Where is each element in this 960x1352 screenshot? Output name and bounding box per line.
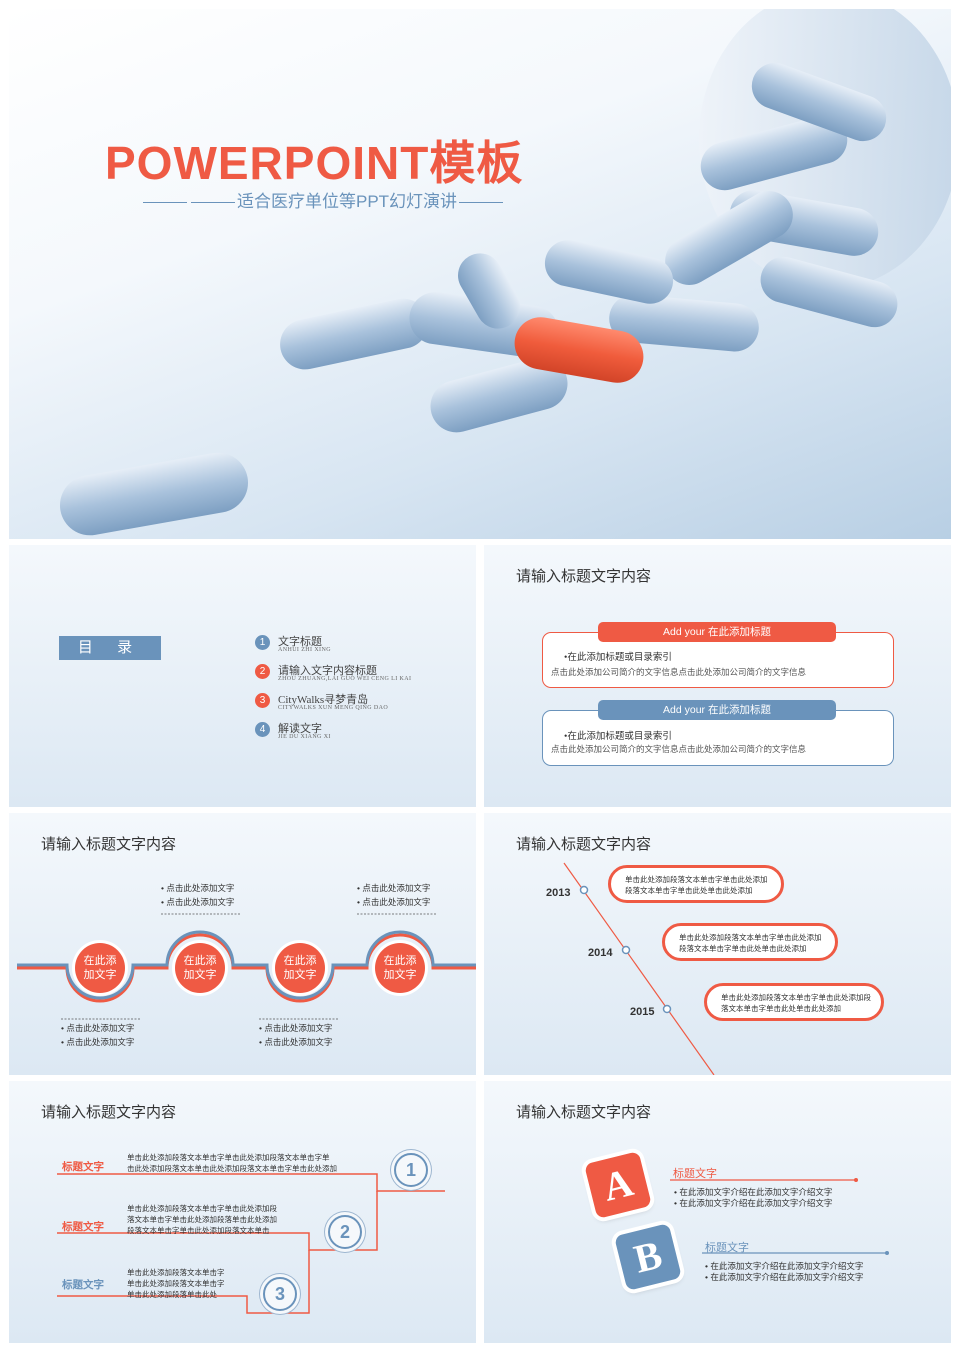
step-number-1: 1: [394, 1153, 428, 1187]
text-line: 落文本单击字单击此处添加段落单击此处添加: [127, 1215, 277, 1224]
step-1-text: 单击此处添加段落文本单击字单击此处添加段落文本单击字单 击此处添加段落文本单击此…: [127, 1152, 337, 1174]
bullet: • 点击此处添加文字: [259, 1037, 333, 1047]
bullet: • 在此添加文字介绍在此添加文字介绍文字: [674, 1198, 833, 1208]
boxes-slide: 请输入标题文字内容 Add your 在此添加标题 •在此添加标题或目录索引 点…: [484, 545, 951, 807]
bullet: • 点击此处添加文字: [259, 1023, 333, 1033]
year-label-1: 2013: [546, 887, 571, 899]
toc-item-title: 文字标题: [278, 636, 322, 648]
text-line: 击此处添加段落文本单击此处添加段落文本单击字单击此处添加: [127, 1164, 337, 1173]
timeline-node-text: 在此添 加文字: [183, 955, 217, 981]
bullet: • 点击此处添加文字: [161, 883, 235, 893]
info-box-2-line1: •在此添加标题或目录索引: [564, 732, 672, 742]
toc-item-title: CityWalks寻梦青岛: [278, 694, 369, 706]
toc-number-3: 3: [255, 693, 270, 708]
step-1-label: 标题文字: [62, 1161, 104, 1173]
toc-item-pinyin: ZHOU ZHUANG,LAI GUO WEI CENG LI KAI: [278, 676, 412, 682]
year-bubble-3: 单击此处添加段落文本单击字单击此处添加段落文本单击字单击此处单击此处添加: [704, 983, 884, 1021]
toc-item-title: 请输入文字内容标题: [278, 665, 377, 677]
timeline-slide: 请输入标题文字内容 • 点击此处添加文字 • 点击此处添加文字 • 点击此处添加…: [9, 813, 476, 1075]
step-3-text: 单击此处添加段落文本单击字 单击此处添加段落文本单击字 单击此处添加段落单击此处: [127, 1267, 225, 1300]
block-a-title: 标题文字: [673, 1168, 717, 1180]
toc-item-pinyin: JIE DU XIANG XI: [278, 734, 331, 740]
toc-item-pinyin: CITYWALKS XUN MENG QING DAO: [278, 705, 389, 711]
toc-number-4: 4: [255, 722, 270, 737]
ab-slide: 请输入标题文字内容 A B 标题文字 • 在此添加文字介绍在此添加文字介绍文字 …: [484, 1081, 951, 1343]
cover-subtitle: 适合医疗单位等PPT幻灯演讲: [141, 187, 505, 212]
timeline-node-4[interactable]: 在此添 加文字: [375, 943, 425, 993]
year-bubble-1: 单击此处添加段落文本单击字单击此处添加段落文本单击字单击此处单击此处添加: [608, 865, 784, 903]
bullet: • 点击此处添加文字: [61, 1023, 135, 1033]
text-line: 单击此处添加段落文本单击字: [127, 1279, 225, 1288]
timeline-bullets-3: • 点击此处添加文字 • 点击此处添加文字: [259, 1021, 332, 1049]
step-2-label: 标题文字: [62, 1221, 104, 1233]
bullet: • 点击此处添加文字: [357, 897, 431, 907]
bullet: • 在此添加文字介绍在此添加文字介绍文字: [705, 1272, 864, 1282]
bullet: • 点击此处添加文字: [357, 883, 431, 893]
timeline-node-text: 在此添 加文字: [283, 955, 317, 981]
timeline-path: [17, 913, 476, 1020]
timeline-node-1[interactable]: 在此添 加文字: [75, 943, 125, 993]
info-box-1-line1: •在此添加标题或目录索引: [564, 653, 672, 663]
bullet: • 在此添加文字介绍在此添加文字介绍文字: [705, 1261, 864, 1271]
text-line: 单击此处添加段落文本单击字单击此处添加段: [127, 1204, 277, 1213]
slide-title: 请输入标题文字内容: [41, 1104, 177, 1121]
timeline-node-text: 在此添 加文字: [83, 955, 117, 981]
slide-title: 请输入标题文字内容: [41, 836, 177, 853]
year-bubble-2: 单击此处添加段落文本单击字单击此处添加段落文本单击字单击此处单击此处添加: [662, 923, 838, 961]
timeline-node-text: 在此添 加文字: [383, 955, 417, 981]
slide-title: 请输入标题文字内容: [516, 1104, 652, 1121]
bullet: • 点击此处添加文字: [161, 897, 235, 907]
timeline-node-3[interactable]: 在此添 加文字: [275, 943, 325, 993]
timeline-bullets-4: • 点击此处添加文字 • 点击此处添加文字: [357, 881, 430, 909]
ab-underlines: [670, 1178, 889, 1255]
info-box-1-header: Add your 在此添加标题: [598, 622, 836, 642]
step-number-2: 2: [328, 1215, 362, 1249]
info-box-2-header: Add your 在此添加标题: [598, 700, 836, 720]
slide-title: 请输入标题文字内容: [516, 568, 652, 585]
toc-slide: 目 录 1 文字标题 ANHUI ZHI XING 2 请输入文字内容标题 ZH…: [9, 545, 476, 807]
bullet: • 在此添加文字介绍在此添加文字介绍文字: [674, 1187, 833, 1197]
timeline-bullets-2: • 点击此处添加文字 • 点击此处添加文字: [161, 881, 234, 909]
timeline-bullets-1: • 点击此处添加文字 • 点击此处添加文字: [61, 1021, 134, 1049]
slide-title: 请输入标题文字内容: [516, 836, 652, 853]
year-label-2: 2014: [588, 947, 613, 959]
step-number-3: 3: [263, 1277, 297, 1311]
year-label-3: 2015: [630, 1006, 655, 1018]
block-a-bullets: • 在此添加文字介绍在此添加文字介绍文字 • 在此添加文字介绍在此添加文字介绍文…: [674, 1187, 832, 1209]
steps-lines: [57, 1173, 445, 1314]
text-line: 单击此处添加段落单击此处: [127, 1290, 217, 1299]
toc-number-1: 1: [255, 635, 270, 650]
years-slide: 请输入标题文字内容 2013 2014 2015 单击此处添加段落文本单击字单击…: [484, 813, 951, 1075]
text-line: 段落文本单击字单击此处添加段落文本单击: [127, 1226, 270, 1235]
toc-number-2: 2: [255, 664, 270, 679]
text-line: 单击此处添加段落文本单击字单击此处添加段落文本单击字单: [127, 1153, 330, 1162]
info-box-2-line2: 点击此处添加公司简介的文字信息点击此处添加公司简介的文字信息: [551, 744, 807, 754]
timeline-node-2[interactable]: 在此添 加文字: [175, 943, 225, 993]
cover-title: POWERPOINT模板: [105, 137, 524, 189]
steps-slide: 请输入标题文字内容 标题文字 单击此处添加段落文本单击字单击此处添加段落文本单击…: [9, 1081, 476, 1343]
pills-illustration: [59, 9, 951, 536]
toc-item-title: 解读文字: [278, 723, 322, 735]
cover-slide: POWERPOINT模板 适合医疗单位等PPT幻灯演讲: [9, 9, 951, 539]
toc-item-pinyin: ANHUI ZHI XING: [278, 647, 331, 653]
block-b-title: 标题文字: [705, 1242, 749, 1254]
block-b-bullets: • 在此添加文字介绍在此添加文字介绍文字 • 在此添加文字介绍在此添加文字介绍文…: [705, 1261, 863, 1283]
step-3-label: 标题文字: [62, 1279, 104, 1291]
cover-subtitle-text: 适合医疗单位等PPT幻灯演讲: [237, 192, 458, 211]
info-box-1-line2: 点击此处添加公司简介的文字信息点击此处添加公司简介的文字信息: [551, 667, 807, 677]
year-diagonal: [563, 862, 715, 1075]
bullet: • 点击此处添加文字: [61, 1037, 135, 1047]
step-2-text: 单击此处添加段落文本单击字单击此处添加段 落文本单击字单击此处添加段落单击此处添…: [127, 1203, 277, 1236]
text-line: 单击此处添加段落文本单击字: [127, 1268, 225, 1277]
toc-label: 目 录: [59, 636, 161, 660]
